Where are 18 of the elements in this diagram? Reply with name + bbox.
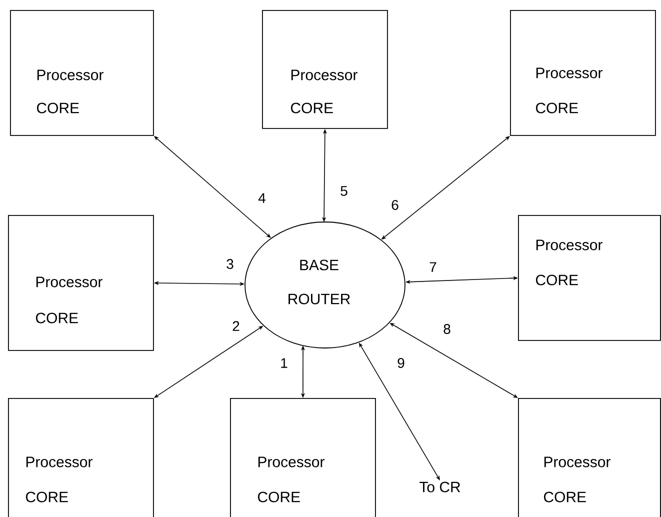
processor-box: Processor CORE: [8, 215, 154, 351]
edge-label: 3: [226, 259, 234, 269]
processor-box: Processor CORE: [262, 10, 388, 129]
processor-box: Processor CORE: [518, 215, 661, 341]
edge-label: 4: [258, 193, 266, 203]
processor-box: Processor CORE: [510, 10, 656, 136]
processor-box: Processor CORE: [8, 398, 154, 517]
edge-label: 5: [340, 186, 348, 196]
destination-text: To CR: [420, 482, 460, 492]
edge-label: 9: [398, 358, 404, 368]
edge-label: 7: [430, 262, 436, 272]
edge-label: 8: [444, 324, 450, 334]
edge-label: 6: [392, 200, 398, 210]
processor-box: Processor CORE: [230, 398, 376, 517]
processor-box: Processor CORE: [518, 398, 661, 517]
processor-box: Processor CORE: [10, 10, 154, 136]
edge-label: 1: [281, 358, 288, 368]
edge-label: 2: [232, 321, 240, 331]
